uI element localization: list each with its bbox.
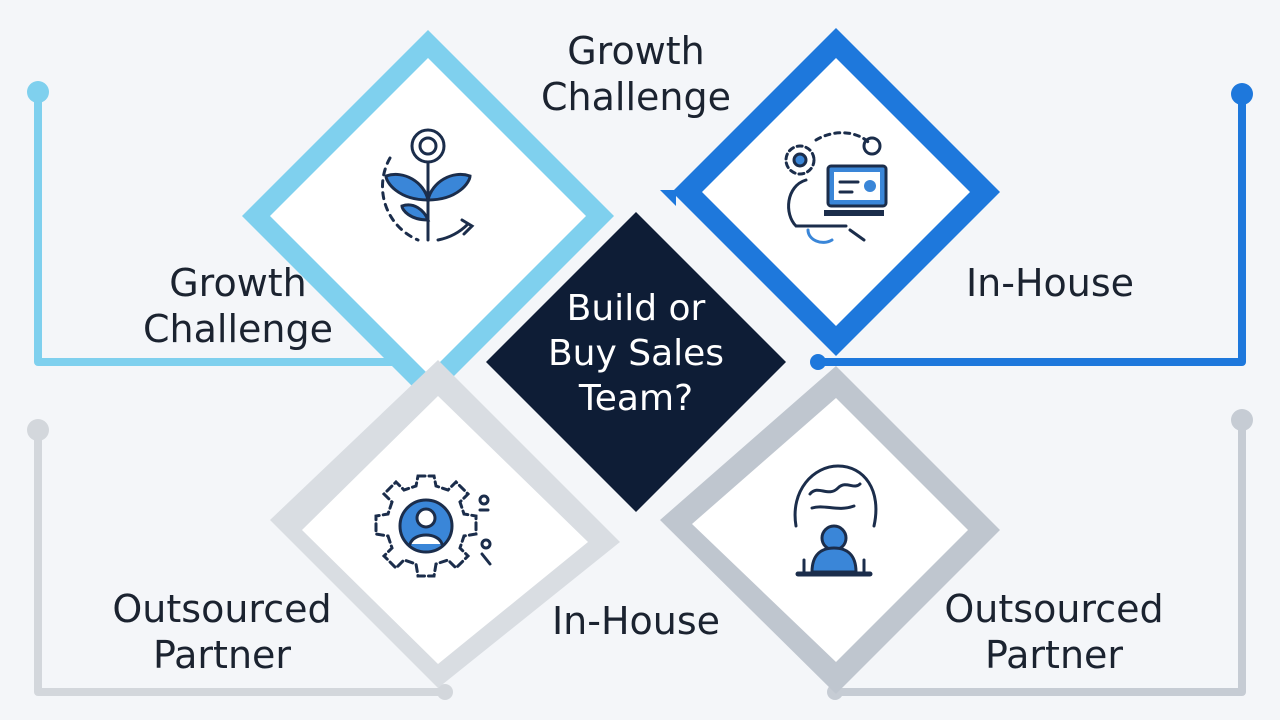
bracket-bottom-left-dot xyxy=(27,419,49,441)
label-right-lower: Outsourced Partner xyxy=(918,586,1190,678)
label-bottom-center-line1: In-House xyxy=(551,599,721,643)
label-left-upper-line1: Growth xyxy=(169,261,307,305)
bracket-bottom-right xyxy=(831,416,1246,696)
label-left-lower-line1: Outsourced xyxy=(112,587,332,631)
center-question: Build or Buy Sales Team? xyxy=(530,286,742,421)
label-left-lower: Outsourced Partner xyxy=(86,586,358,678)
label-right-upper-line1: In-House xyxy=(965,261,1135,305)
bracket-bottom-right-dot xyxy=(1231,409,1253,431)
bracket-top-right xyxy=(814,90,1246,366)
computer-workstation-icon xyxy=(784,131,888,244)
bracket-top-left xyxy=(34,88,459,366)
center-question-line2: Buy Sales xyxy=(547,333,725,374)
label-top-center-line2: Challenge xyxy=(541,75,731,119)
label-left-upper-line2: Challenge xyxy=(143,307,333,351)
label-left-lower-line2: Partner xyxy=(152,633,292,677)
bracket-top-left-dot xyxy=(27,81,49,103)
growth-plant-icon xyxy=(380,128,475,242)
bracket-bottom-left-end xyxy=(437,684,453,700)
diamond-center xyxy=(486,212,786,512)
label-bottom-center: In-House xyxy=(500,598,772,644)
bracket-top-right-end xyxy=(810,354,826,370)
label-right-lower-line1: Outsourced xyxy=(944,587,1164,631)
label-right-lower-line2: Partner xyxy=(984,633,1124,677)
person-desk-icon xyxy=(793,464,878,577)
label-right-upper: In-House xyxy=(914,260,1186,306)
center-question-line1: Build or xyxy=(566,288,706,329)
bracket-bottom-left xyxy=(34,426,449,696)
gear-person-icon xyxy=(374,474,492,578)
label-top-center: Growth Challenge xyxy=(500,28,772,120)
center-question-line3: Team? xyxy=(578,378,694,419)
label-left-upper: Growth Challenge xyxy=(102,260,374,352)
label-top-center-line1: Growth xyxy=(567,29,705,73)
bracket-top-right-dot xyxy=(1231,83,1253,105)
